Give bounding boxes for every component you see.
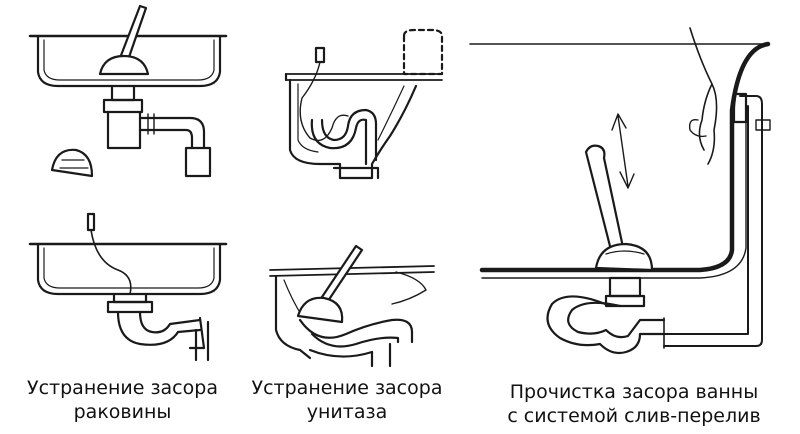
cable-loop (314, 46, 326, 64)
plug-stopper (50, 148, 94, 178)
toilet-siphon (310, 118, 368, 166)
bath-trap (546, 295, 666, 355)
plunger-handle-3 (584, 144, 626, 256)
caption-toilet-line1: Устранение засора (251, 377, 443, 399)
plunger-handle-2 (318, 244, 364, 306)
bath-floor (481, 109, 747, 279)
caption-sink-line1: Устранение засора (27, 377, 218, 399)
hand (689, 27, 718, 165)
bath-overflow-figure (469, 27, 771, 355)
move-arrow (611, 113, 635, 189)
caption-bath: Прочистка засора ванны с системой слив-п… (468, 380, 800, 428)
toilet-tank (402, 28, 444, 76)
caption-bath-line1: Прочистка засора ванны (509, 381, 759, 403)
toilet-plunger-figure (269, 244, 435, 368)
sink-plunger-figure (28, 4, 228, 178)
plunger-cup-2 (296, 296, 344, 324)
caption-toilet-line2: унитаза (306, 401, 388, 423)
plunger-cup (98, 54, 150, 76)
plunger-cup-3 (594, 242, 654, 272)
overflow-pipe (663, 95, 763, 347)
toilet-cable-figure (284, 28, 444, 180)
sink-trap-bend (116, 310, 202, 346)
caption-sink: Устранение засора раковины (0, 376, 245, 424)
bath-wall (479, 41, 771, 273)
caption-bath-line2: с системой слив-перелив (507, 405, 761, 427)
toilet-bowl (288, 78, 418, 180)
caption-toilet: Устранение засора унитаза (236, 376, 458, 424)
cable-handle (86, 212, 96, 232)
sink-cable-figure (28, 212, 228, 362)
cable (90, 229, 132, 295)
sink-trap (106, 110, 142, 150)
sink-basin (36, 34, 222, 88)
caption-sink-line2: раковины (73, 401, 172, 423)
plunger-handle (118, 4, 148, 62)
